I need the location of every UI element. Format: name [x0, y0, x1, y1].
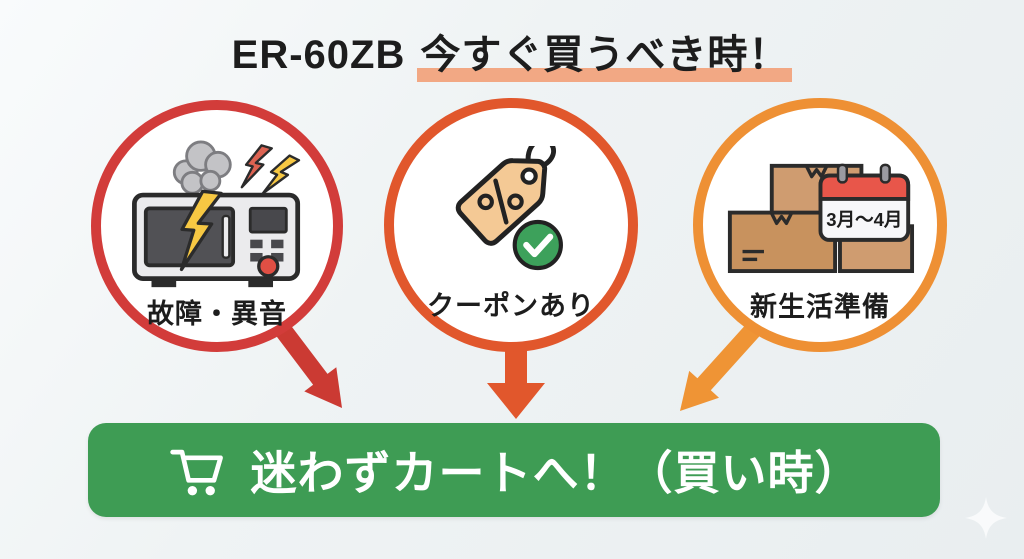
discount-tag-check-icon	[455, 146, 563, 271]
cart-icon	[169, 449, 223, 496]
reason-circle-failure: 故障・異音	[91, 100, 343, 352]
arrow-orange	[680, 324, 760, 411]
reason-label: 新生活準備	[750, 292, 890, 322]
reason-label: クーポンあり	[427, 291, 595, 321]
reason-circle-new-life: 3月〜4月 新生活準備	[693, 98, 947, 352]
cta-banner: 迷わずカートへ！（買い時）	[88, 423, 940, 517]
arrow-orange-red	[487, 346, 545, 419]
broken-microwave-icon	[132, 140, 301, 288]
calendar-date-range: 3月〜4月	[826, 209, 902, 230]
cta-label: 迷わずカートへ！（買い時）	[250, 447, 862, 499]
title-model: ER-60ZB	[231, 33, 406, 77]
title-highlight: 今すぐ買うべき時！	[417, 33, 792, 82]
moving-boxes-calendar-icon: 3月〜4月	[727, 163, 915, 274]
sparkle-icon	[965, 497, 1007, 539]
reason-circle-coupon: クーポンあり	[384, 98, 638, 352]
arrow-red	[272, 320, 342, 408]
reason-label: 故障・異音	[147, 299, 287, 329]
